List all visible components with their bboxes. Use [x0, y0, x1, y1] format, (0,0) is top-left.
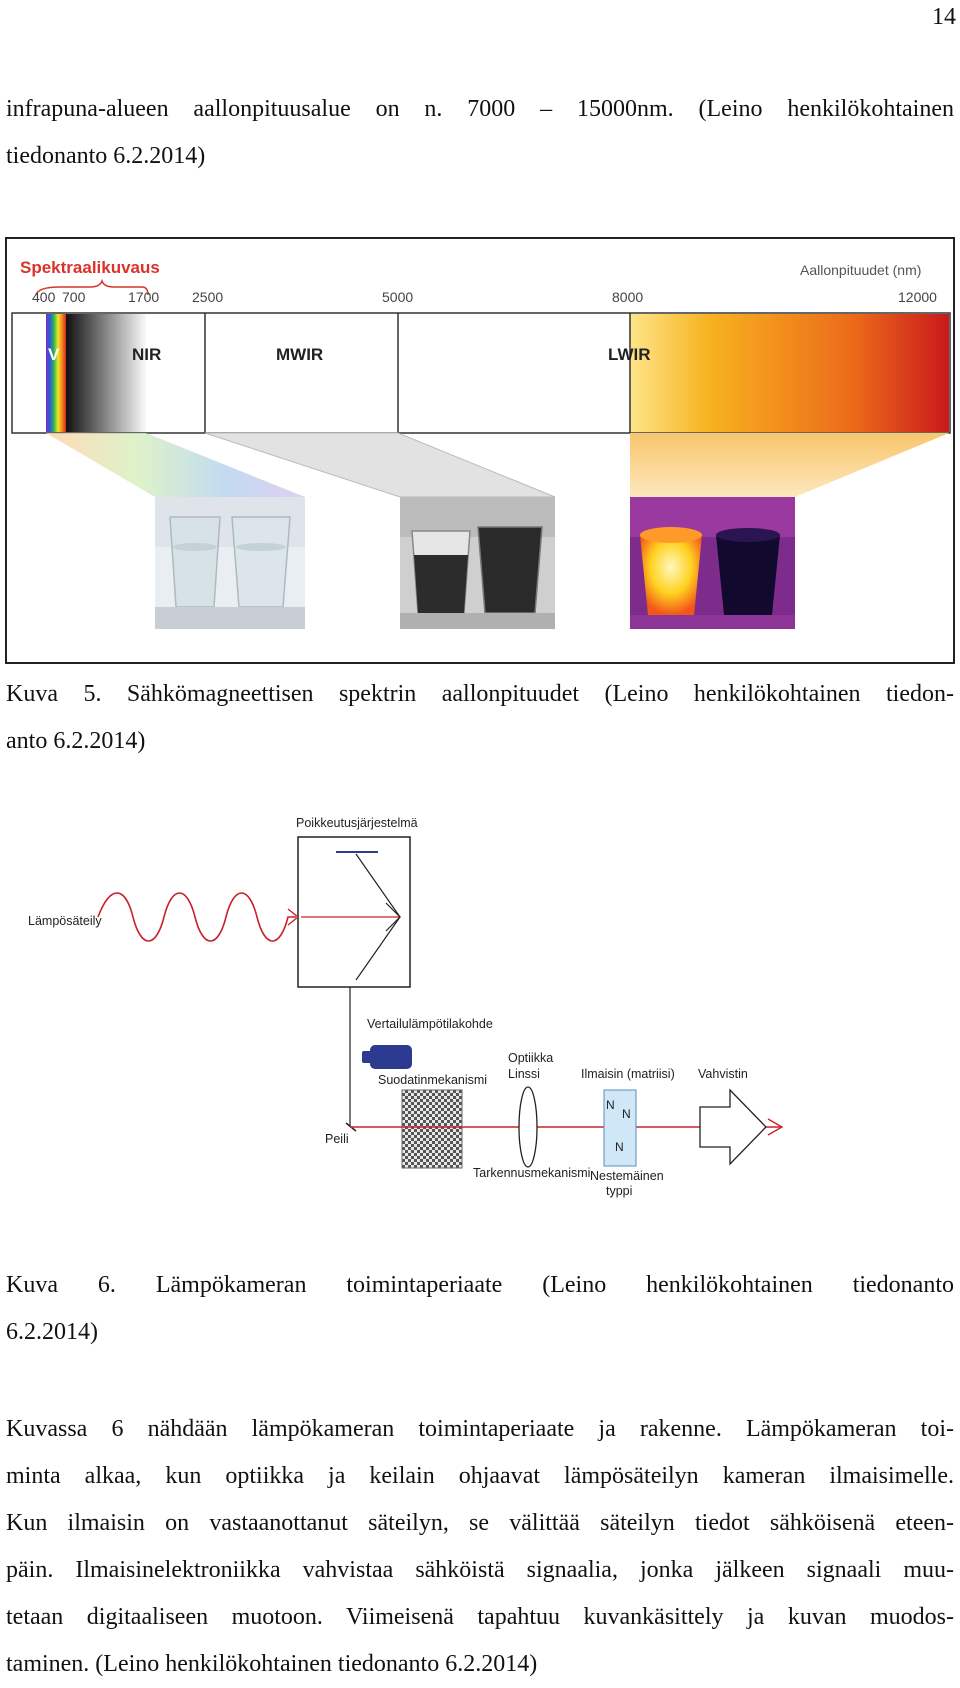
spectral-imaging-label: Spektraalikuvaus [20, 258, 160, 277]
spectrum-diagram: Spektraalikuvaus Aallonpituudet (nm) 400… [5, 237, 955, 664]
body-line-1: Kuvassa 6 nähdään lämpökameran toimintap… [6, 1416, 954, 1442]
detector-n-1: N [606, 1098, 615, 1112]
detector-n-2: N [622, 1107, 631, 1121]
body-paragraph: Kuvassa 6 nähdään lämpökameran toimintap… [6, 1406, 954, 1688]
body-line-4: päin. Ilmaisinelektroniikka vahvistaa sä… [6, 1557, 954, 1583]
liquid-nitrogen-label-2: typpi [606, 1184, 632, 1198]
visible-photo [155, 497, 305, 629]
tick-5000: 5000 [382, 289, 413, 305]
reference-target-label: Vertailulämpötilakohde [367, 1017, 493, 1031]
band-lwir: LWIR [608, 345, 651, 364]
filter-mechanism-label: Suodatinmekanismi [378, 1073, 487, 1087]
visible-beam [46, 433, 305, 497]
detector-n-3: N [615, 1140, 624, 1154]
heat-radiation-wave [97, 892, 296, 942]
lwir-beam [630, 433, 949, 497]
tick-700: 700 [62, 289, 86, 305]
page-number: 14 [932, 4, 956, 30]
figure6-caption-line-1: Kuva 6. Lämpökameran toimintaperiaate (L… [6, 1272, 954, 1298]
tick-1700: 1700 [128, 289, 159, 305]
filter-mechanism [401, 1089, 463, 1169]
thermal-camera-figure: Poikkeutusjärjestelmä Lämpösäteily Verta… [0, 805, 960, 1215]
body-line-5: tetaan digitaaliseen muotoon. Viimeisenä… [6, 1604, 954, 1630]
figure6-caption-line-2: 6.2.2014) [6, 1319, 98, 1345]
lwir-photo [630, 497, 795, 629]
liquid-nitrogen-label-1: Nestemäinen [590, 1169, 664, 1183]
figure5-caption-line-1: Kuva 5. Sähkömagneettisen spektrin aallo… [6, 681, 954, 707]
lwir-band [630, 314, 949, 432]
lens-label: Linssi [508, 1067, 540, 1081]
nir-band [66, 314, 146, 432]
tick-2500: 2500 [192, 289, 223, 305]
detector-label: Ilmaisin (matriisi) [581, 1067, 675, 1081]
mwir-photo [400, 497, 555, 629]
band-v: V [48, 345, 60, 364]
body-line-3: Kun ilmaisin on vastaanottanut säteilyn,… [6, 1510, 954, 1536]
deflection-system-box [297, 836, 411, 988]
spectrum-figure: Spektraalikuvaus Aallonpituudet (nm) 400… [0, 235, 960, 665]
figure5-caption-line-2: anto 6.2.2014) [6, 728, 146, 754]
amplifier-arrow [699, 1088, 767, 1166]
visible-band [46, 314, 66, 432]
amplifier-label: Vahvistin [698, 1067, 748, 1081]
figure5-caption: Kuva 5. Sähkömagneettisen spektrin aallo… [6, 671, 954, 765]
tick-400: 400 [32, 289, 56, 305]
intro-line-2: tiedonanto 6.2.2014) [6, 143, 206, 169]
band-nir: NIR [132, 345, 161, 364]
intro-paragraph: infrapuna-alueen aallonpituusalue on n. … [6, 86, 954, 180]
body-line-2: minta alkaa, kun optiikka ja keilain ohj… [6, 1463, 954, 1489]
spectral-bracket [35, 278, 149, 296]
lens [518, 1086, 538, 1168]
figure6-caption: Kuva 6. Lämpökameran toimintaperiaate (L… [6, 1262, 954, 1356]
mirror-label: Peili [325, 1132, 349, 1146]
thermal-camera-diagram: Poikkeutusjärjestelmä Lämpösäteily Verta… [28, 816, 784, 1198]
detector-matrix [603, 1089, 637, 1167]
reference-target [370, 1045, 412, 1069]
focus-mechanism-label: Tarkennusmekanismi [473, 1166, 590, 1180]
tick-12000: 12000 [898, 289, 937, 305]
tick-8000: 8000 [612, 289, 643, 305]
optics-label: Optiikka [508, 1051, 553, 1065]
heat-radiation-label: Lämpösäteily [28, 914, 102, 928]
deflection-system-label: Poikkeutusjärjestelmä [296, 816, 418, 830]
intro-line-1: infrapuna-alueen aallonpituusalue on n. … [6, 96, 954, 122]
wavelength-title: Aallonpituudet (nm) [800, 262, 921, 278]
body-line-6: taminen. (Leino henkilökohtainen tiedona… [6, 1651, 538, 1677]
band-mwir: MWIR [276, 345, 323, 364]
